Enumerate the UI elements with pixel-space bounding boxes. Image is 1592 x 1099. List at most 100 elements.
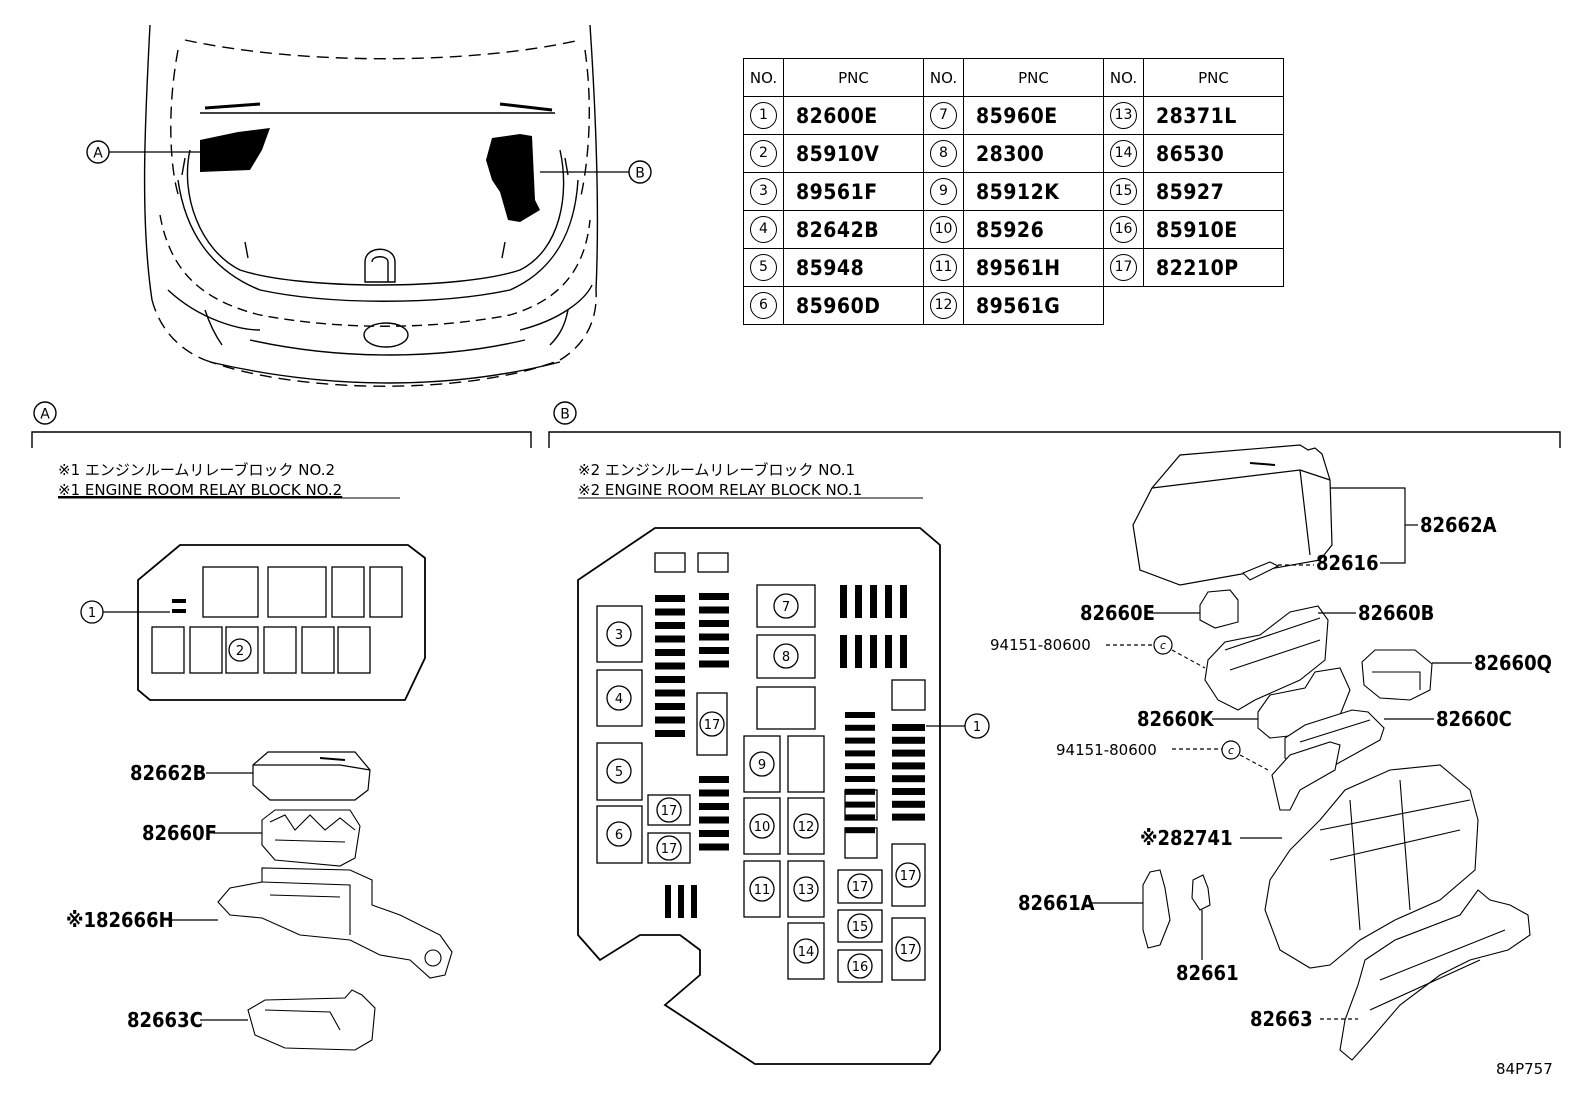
svg-text:c: c [1228,744,1234,757]
item-number-circle: 7 [930,102,957,129]
header-pnc-3: PNC [1143,58,1284,97]
part-82663c-lower-case [247,989,376,1051]
block-b-mark-circle [606,821,632,847]
item-number-circle: 8 [930,140,957,167]
fuse-bar [665,885,671,918]
header-no-2: NO. [923,58,964,97]
part-82662b-cover [252,751,371,801]
item-number-circle: 17 [1110,254,1137,281]
block-b-mark-number: 4 [615,692,623,707]
block-b-mark-circle [699,711,725,737]
label-82741: 82741 [1170,826,1233,850]
item-number-circle: 5 [750,254,777,281]
fuse-bar [699,830,729,837]
table-cell-no: 13 [1103,96,1144,135]
item-number-circle: 11 [930,254,957,281]
table-cell-pnc: 89561G [963,286,1104,325]
item-number-circle: 10 [930,216,957,243]
block-b-mark-number: 12 [798,820,815,835]
table-cell-no: 6 [743,286,784,325]
block-a-mark-1: 1 [80,600,170,624]
fuse-bar [855,635,862,668]
svg-text:A: A [93,146,103,162]
block-b-mark-number: 3 [615,628,623,643]
svg-text:2: 2 [236,644,244,659]
fuse-bar [678,885,684,918]
item-number-circle: 12 [930,292,957,319]
table-cell-pnc: 82642B [783,210,924,249]
item-number-circle: 15 [1110,178,1137,205]
block-b-mark-number: 17 [704,718,721,733]
fuse-bar [845,763,875,770]
header-pnc-1: PNC [783,58,924,97]
table-cell-no: 16 [1103,210,1144,249]
fuse-bar [699,620,729,627]
pnc-table-header: NO. PNC NO. PNC NO. PNC [743,58,1284,97]
section-b-title-en: ※2 ENGINE ROOM RELAY BLOCK NO.1 [578,481,862,499]
callout-b: B [540,160,652,184]
table-cell-no: 4 [743,210,784,249]
table-cell-pnc: 85910V [783,134,924,173]
block-b-mark-number: 8 [782,650,790,665]
table-cell-empty [1144,287,1284,325]
block-b-mark-circle [773,643,799,669]
fuse-bar [699,593,729,600]
relay-block-no2-layout [137,544,426,701]
fuse-bar [655,635,685,643]
svg-text:c: c [1160,639,1166,652]
table-cell-empty [1104,287,1144,325]
block-b-mark-circle [656,835,682,861]
fuse-bar [699,843,729,851]
block-b-mark-number: 15 [852,920,869,935]
block-b-mark-circle [749,876,775,902]
block-b-mark-circle [749,813,775,839]
block-b-mark-circle [606,685,632,711]
table-cell-pnc: 85960D [783,286,924,325]
diagram-id: 84P757 [1496,1060,1553,1078]
block-b-mark-number: 11 [754,883,771,898]
relay-block-a-location [200,128,270,172]
block-b-mark-number: 5 [615,765,623,780]
part-82660e-relay [1199,589,1239,629]
table-cell-no: 7 [923,96,964,135]
label-82663c: 82663C [127,1008,203,1032]
label-82662a: 82662A [1420,513,1497,537]
fuse-bar [845,750,875,757]
fuse-bar [892,762,925,770]
fuse-bars [655,585,925,918]
label-94151-80600-a: 94151-80600 [990,636,1091,654]
item-number-circle: 1 [750,102,777,129]
block-b-mark-circle [793,938,819,964]
block-b-mark-number: 9 [758,758,766,773]
block-b-mark-circle [656,797,682,823]
table-cell-no: 10 [923,210,964,249]
fuse-bar [699,606,729,614]
table-cell-no: 15 [1103,172,1144,211]
label-82660k: 82660K [1137,707,1215,731]
table-cell-no: 14 [1103,134,1144,173]
table-cell-pnc: 86530 [1143,134,1284,173]
block-b-mark-number: 17 [661,804,678,819]
part-82663-lower-bracket [1339,889,1531,1061]
fuse-bar [892,800,925,808]
table-cell-pnc: 89561F [783,172,924,211]
block-b-mark-circle [847,953,873,979]
table-cell-no: 9 [923,172,964,211]
block-b-mark-number: 6 [615,828,623,843]
section-b-title-jp: ※2 エンジンルームリレーブロック NO.1 [578,461,855,479]
fuse-bar [699,647,729,654]
label-82666h-mark: ※1 [66,908,96,932]
callout-a: A [86,140,200,164]
svg-text:B: B [635,166,645,182]
table-cell-no: 17 [1103,248,1144,287]
fuse-bar [655,662,685,670]
fuse-bar [655,716,685,724]
block-b-mark-circle [773,593,799,619]
part-82660f-fuse-holder [261,809,361,867]
header-pnc-2: PNC [963,58,1104,97]
section-a-title-en: ※1 ENGINE ROOM RELAY BLOCK NO.2 [58,481,342,499]
